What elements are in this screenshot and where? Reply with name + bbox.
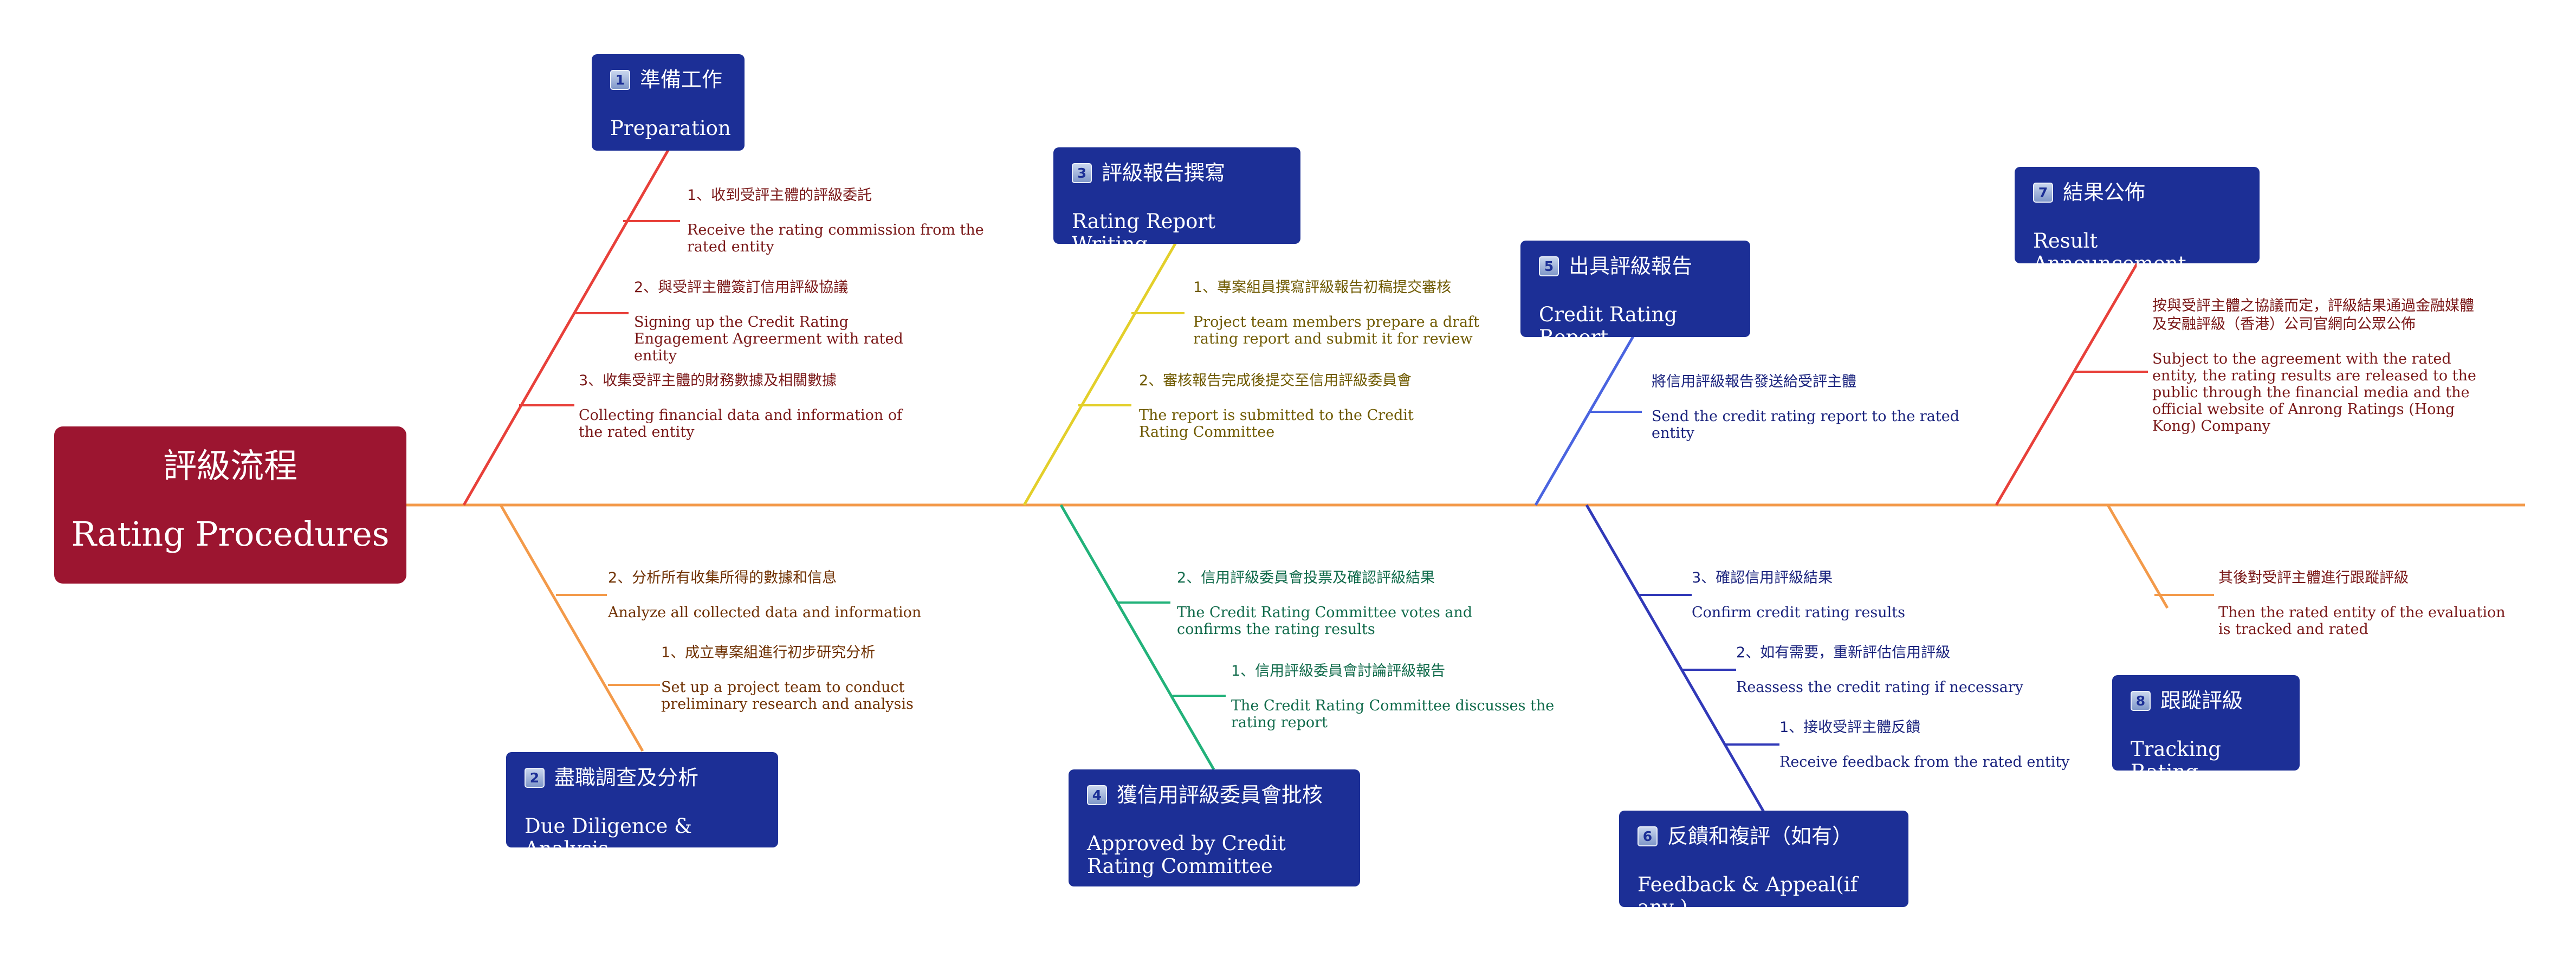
step-text-zh: 將信用評級報告發送給受評主體 [1652, 373, 1856, 390]
step-text-zh: 1、收到受評主體的評級委託 [687, 187, 872, 204]
root-title-zh: 評級流程 [163, 446, 297, 486]
stage-title-en: Due Diligence & Analysis [525, 814, 692, 860]
step-text-en: Project team members prepare a draft rat… [1193, 314, 1479, 347]
stage-3-report-writing: 3 評級報告撰寫 Rating Report Writing [1053, 147, 1300, 256]
step-text-zh: 1、成立專案組進行初步研究分析 [661, 644, 876, 661]
step-text-zh: 1、專案組員撰寫評級報告初稿提交審核 [1193, 279, 1452, 296]
step-2a: 2、分析所有收集所得的數據和信息 Analyze all collected d… [608, 569, 955, 621]
step-text-en: The report is submitted to the Credit Ra… [1139, 407, 1414, 441]
number-badge-icon: 4 [1087, 785, 1107, 805]
step-text-zh: 2、如有需要，重新評估信用評級 [1736, 644, 1951, 661]
branch-announcement [1995, 257, 2142, 506]
step-text-zh: 1、信用評級委員會討論評級報告 [1231, 663, 1446, 679]
step-text-en: Subject to the agreement with the rated … [2152, 351, 2476, 435]
step-5a: 將信用評級報告發送給受評主體 Send the credit rating re… [1652, 373, 1977, 442]
step-text-zh: 其後對受評主體進行跟蹤評級 [2218, 569, 2409, 586]
branch-preparation [462, 146, 671, 506]
branch-report [1534, 332, 1637, 506]
step-text-zh: 2、審核報告完成後提交至信用評級委員會 [1139, 372, 1412, 389]
stage-title-en: Rating Report Writing [1072, 210, 1216, 256]
stage-title-en: Preparation [610, 116, 731, 140]
stage-title-zh: 跟蹤評級 [2160, 689, 2243, 713]
stage-title-zh: 準備工作 [640, 68, 723, 92]
step-8a: 其後對受評主體進行跟蹤評級 Then the rated entity of t… [2218, 569, 2522, 638]
step-text-zh: 2、與受評主體簽訂信用評級協議 [634, 279, 849, 296]
step-text-en: Collecting financial data and informatio… [579, 407, 903, 441]
step-4a: 2、信用評級委員會投票及確認評級結果 The Credit Rating Com… [1177, 569, 1502, 638]
step-text-zh: 1、接收受評主體反饋 [1779, 719, 1921, 736]
number-badge-icon: 8 [2131, 690, 2151, 711]
step-text-en: Send the credit rating report to the rat… [1652, 408, 1960, 442]
stage-6-feedback: 6 反饋和複評（如有） Feedback & Appeal(if any ) [1619, 811, 1908, 919]
step-4b: 1、信用評級委員會討論評級報告 The Credit Rating Commit… [1231, 662, 1556, 731]
stage-7-announcement: 7 結果公佈 Result Announcement [2015, 167, 2260, 275]
step-text-en: Confirm credit rating results [1692, 604, 1905, 621]
stage-title-en: Result Announcement [2033, 229, 2186, 275]
number-badge-icon: 5 [1539, 256, 1559, 276]
branch-due-diligence [499, 504, 644, 752]
stage-2-due-diligence: 2 盡職調查及分析 Due Diligence & Analysis [506, 752, 778, 860]
step-text-en: Reassess the credit rating if necessary [1736, 679, 2023, 696]
stage-title-en: Approved by Credit Rating Committee [1087, 832, 1286, 878]
step-1a: 1、收到受評主體的評級委託 Receive the rating commiss… [687, 186, 991, 255]
stage-title-en: Feedback & Appeal(if any ) [1637, 873, 1858, 919]
stage-title-zh: 反饋和複評（如有） [1667, 824, 1853, 848]
stage-title-zh: 結果公佈 [2063, 180, 2146, 204]
stage-title-zh: 獲信用評級委員會批核 [1117, 783, 1323, 807]
root-node: 評級流程 Rating Procedures [54, 426, 406, 584]
stage-title-zh: 出具評級報告 [1569, 254, 1693, 278]
stage-5-credit-report: 5 出具評級報告 Credit Rating Report [1520, 241, 1750, 349]
step-2b: 1、成立專案組進行初步研究分析 Set up a project team to… [661, 644, 954, 713]
branch-feedback [1585, 504, 1766, 814]
step-6a: 3、確認信用評級結果 Confirm credit rating results [1692, 569, 1995, 621]
step-text-en: Signing up the Credit Rating Engagement … [634, 314, 903, 364]
root-title-en: Rating Procedures [71, 514, 390, 554]
step-6b: 2、如有需要，重新評估信用評級 Reassess the credit rati… [1736, 644, 2040, 696]
branch-committee [1059, 504, 1215, 771]
branch-tracking [2106, 504, 2169, 609]
number-badge-icon: 3 [1072, 163, 1092, 183]
step-3a: 1、專案組員撰寫評級報告初稿提交審核 Project team members … [1193, 279, 1497, 347]
stage-4-committee: 4 獲信用評級委員會批核 Approved by Credit Rating Co… [1069, 769, 1360, 886]
step-text-en: Then the rated entity of the evaluation … [2218, 604, 2506, 638]
stage-1-preparation: 1 準備工作 Preparation [592, 54, 745, 151]
step-1c: 3、收集受評主體的財務數據及相關數據 Collecting financial … [579, 372, 915, 441]
stage-title-zh: 盡職調查及分析 [554, 766, 699, 789]
number-badge-icon: 2 [525, 767, 545, 788]
step-text-en: The Credit Rating Committee discusses th… [1231, 697, 1555, 731]
step-text-en: The Credit Rating Committee votes and co… [1177, 604, 1473, 638]
step-text-en: Receive feedback from the rated entity [1779, 754, 2070, 771]
step-text-zh: 3、確認信用評級結果 [1692, 569, 1833, 586]
stage-title-zh: 評級報告撰寫 [1102, 161, 1226, 185]
number-badge-icon: 7 [2033, 182, 2053, 203]
branch-report-writing [1022, 242, 1177, 506]
stage-title-en: Credit Rating Report [1539, 303, 1678, 349]
step-1b: 2、與受評主體簽訂信用評級協議 Signing up the Credit Ra… [634, 279, 937, 364]
step-text-zh: 2、信用評級委員會投票及確認評級結果 [1177, 569, 1435, 586]
step-6c: 1、接收受評主體反饋 Receive feedback from the rat… [1779, 718, 2083, 771]
step-text-zh: 2、分析所有收集所得的數據和信息 [608, 569, 837, 586]
step-text-zh: 3、收集受評主體的財務數據及相關數據 [579, 372, 837, 389]
step-text-en: Receive the rating commission from the r… [687, 222, 984, 255]
number-badge-icon: 6 [1637, 826, 1658, 846]
stage-8-tracking: 8 跟蹤評級 Tracking Rating [2112, 675, 2300, 784]
step-text-en: Analyze all collected data and informati… [608, 604, 922, 621]
step-3b: 2、審核報告完成後提交至信用評級委員會 The report is submit… [1139, 372, 1464, 441]
number-badge-icon: 1 [610, 69, 630, 90]
stage-title-en: Tracking Rating [2131, 737, 2221, 784]
step-text-zh: 按與受評主體之協議而定，評級結果通過金融媒體及安融評級（香港）公司官網向公眾公佈 [2152, 297, 2474, 333]
step-7a: 按與受評主體之協議而定，評級結果通過金融媒體及安融評級（香港）公司官網向公眾公佈… [2152, 297, 2477, 435]
step-text-en: Set up a project team to conduct prelimi… [661, 679, 914, 713]
